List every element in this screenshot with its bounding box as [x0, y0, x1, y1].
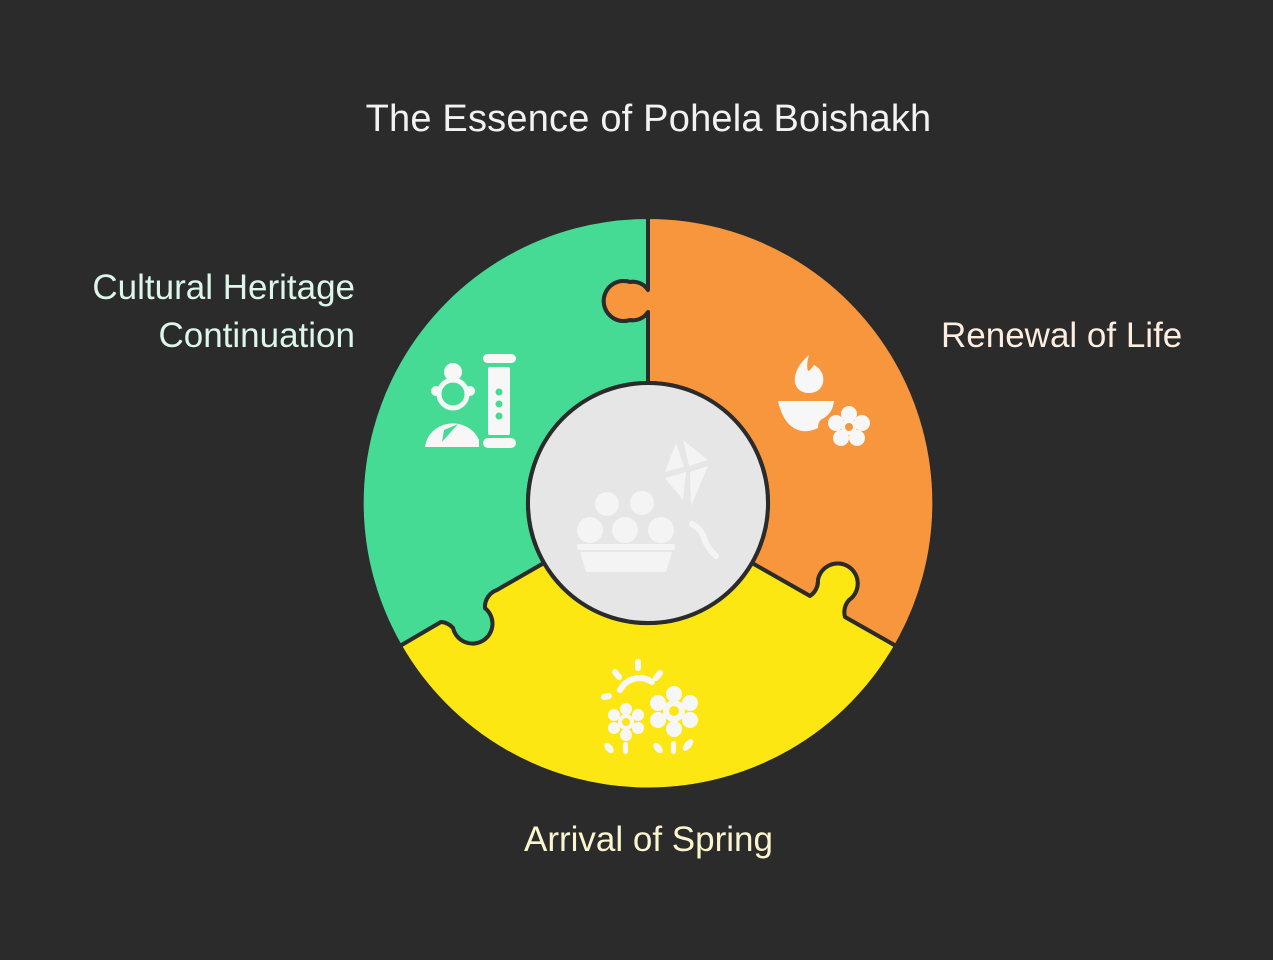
label-line-1: Cultural Heritage — [92, 268, 355, 307]
oil-lamp-with-flower-icon — [778, 355, 870, 446]
label-renewal-of-life: Renewal of Life — [941, 316, 1183, 355]
food-basket-and-kite-icon — [577, 440, 719, 572]
label-arrival-of-spring: Arrival of Spring — [524, 820, 773, 859]
segment-arrival-of-spring — [398, 561, 898, 792]
diagram-title: The Essence of Pohela Boishakh — [365, 98, 932, 140]
sun-and-flowers-icon — [601, 659, 698, 754]
woman-with-pillar-icon — [425, 354, 516, 448]
label-line-2: Continuation — [158, 316, 355, 355]
label-cultural-heritage: Cultural Heritage Continuation — [92, 264, 355, 360]
